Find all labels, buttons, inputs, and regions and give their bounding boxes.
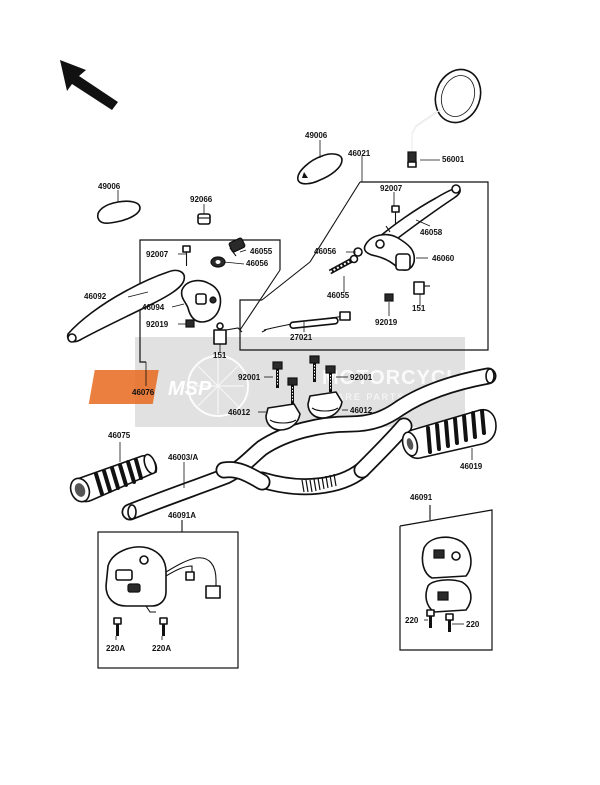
watermark-brand: MSP — [168, 378, 212, 400]
label-46003a: 46003/A — [168, 453, 198, 462]
watermark-subtitle: SPARE PARTS — [322, 392, 406, 402]
adjuster-46055-left — [228, 237, 246, 257]
lever-cover-top — [297, 153, 343, 185]
label-46058: 46058 — [420, 228, 443, 237]
label-92019-left: 92019 — [146, 320, 169, 329]
label-46060: 46060 — [432, 254, 455, 263]
label-151-right: 151 — [412, 304, 426, 313]
handlebar-clamps — [265, 355, 343, 431]
label-46019: 46019 — [460, 462, 483, 471]
label-220-right: 220 — [466, 620, 480, 629]
label-46021: 46021 — [348, 149, 371, 158]
label-46091: 46091 — [410, 493, 433, 502]
screw-92007-left — [182, 245, 191, 266]
label-92001-left: 92001 — [238, 373, 261, 382]
left-switch-housing — [105, 546, 221, 613]
lever-cover-left — [96, 200, 141, 224]
screw-220-right — [445, 613, 454, 632]
label-46055-right: 46055 — [327, 291, 350, 300]
master-cylinder — [363, 225, 416, 271]
part-labels: 49006 46021 56001 49006 92066 92007 4605… — [84, 131, 483, 653]
screw-92007-right — [391, 205, 400, 224]
clutch-lever-holder — [180, 279, 222, 323]
clamp-bolt — [287, 377, 298, 404]
mirror-part — [407, 68, 482, 168]
cap-92066 — [197, 213, 211, 225]
right-grip — [401, 408, 497, 460]
label-46055-left: 46055 — [250, 247, 273, 256]
front-direction-arrow-icon — [60, 60, 118, 110]
label-220-left: 220 — [405, 616, 419, 625]
switch-151-right — [413, 281, 430, 295]
label-151-left: 151 — [213, 351, 227, 360]
label-92019-right: 92019 — [375, 318, 398, 327]
left-switch-frame — [97, 520, 239, 669]
label-220a-right: 220A — [152, 644, 171, 653]
label-46091a: 46091A — [168, 511, 196, 520]
nut-92019-right — [384, 293, 394, 302]
screw-220-left — [426, 609, 435, 628]
handlebar — [121, 367, 497, 521]
bolt-46055-right — [328, 254, 359, 275]
label-27021: 27021 — [290, 333, 313, 342]
nut-92019-left — [185, 319, 195, 328]
label-49006-top: 49006 — [305, 131, 328, 140]
front-brake-lever — [377, 184, 461, 239]
label-46056-left: 46056 — [246, 259, 269, 268]
brake-light-switch-cable — [261, 311, 351, 333]
clamp-bolt — [309, 355, 320, 382]
watermark: MSP MOTORCYCLE SPARE PARTS — [88, 337, 473, 427]
screw-220A-right — [159, 617, 168, 636]
label-46094: 46094 — [142, 303, 165, 312]
label-46092: 46092 — [84, 292, 107, 301]
left-grip — [69, 453, 158, 503]
label-46076: 46076 — [132, 388, 155, 397]
right-switch-housing — [421, 536, 472, 613]
label-92001-right: 92001 — [350, 373, 373, 382]
leader-lines — [115, 140, 473, 640]
label-49006-left: 49006 — [98, 182, 121, 191]
label-46012-right: 46012 — [350, 406, 373, 415]
label-92066: 92066 — [190, 195, 213, 204]
label-220a-left: 220A — [106, 644, 125, 653]
screw-220A-left — [113, 617, 122, 636]
label-92007-left: 92007 — [146, 250, 169, 259]
clutch-lever — [66, 269, 186, 343]
clamp-bolt — [272, 361, 283, 388]
label-46075: 46075 — [108, 431, 131, 440]
right-switch-frame — [399, 505, 493, 651]
label-46012-left: 46012 — [228, 408, 251, 417]
right-lever-frame — [239, 181, 489, 351]
label-56001: 56001 — [442, 155, 465, 164]
label-46056-right: 46056 — [314, 247, 337, 256]
clamp-bolt — [325, 365, 336, 392]
left-lever-frame — [139, 239, 281, 363]
nut-46056-left — [210, 256, 226, 268]
label-92007-right: 92007 — [380, 184, 403, 193]
